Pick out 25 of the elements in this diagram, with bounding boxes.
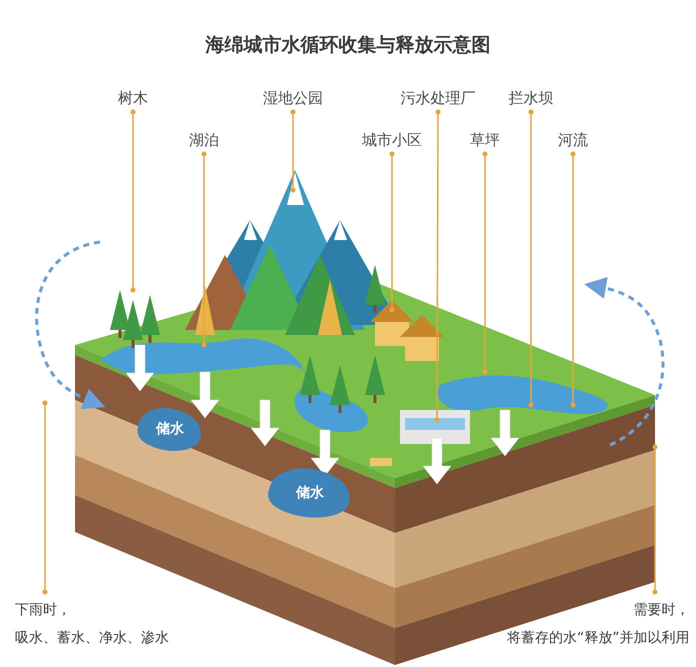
callout-label: 污水处理厂: [400, 88, 476, 108]
leader-line: [290, 110, 296, 192]
caption-text: 将蓄存的水“释放”并加以利用: [507, 629, 690, 648]
callout-label: 城市小区: [362, 130, 422, 150]
blob-label: 储水: [294, 484, 325, 502]
caption-text: 需要时，: [632, 601, 690, 620]
leader-line: [482, 152, 488, 374]
leader-line: [42, 400, 48, 594]
callout-label: 树木: [118, 88, 148, 108]
leader-line: [202, 152, 206, 348]
leader-line: [528, 110, 534, 408]
leader-line: [434, 110, 440, 422]
callout-label: 拦水坝: [508, 88, 554, 108]
callout-label: 湿地公园: [263, 88, 323, 108]
caption-text: 吸水、蓄水、净水、渗水: [15, 629, 169, 648]
caption-text: 下雨时，: [15, 601, 72, 620]
callout-label: 湖泊: [189, 130, 219, 150]
callout-label: 草坪: [470, 130, 500, 150]
blob-label: 储水: [154, 420, 185, 438]
leader-line: [390, 152, 394, 312]
callout-label: 河流: [558, 130, 588, 150]
diagram-title: 海绵城市水循环收集与释放示意图: [204, 33, 492, 58]
leader-line: [570, 152, 576, 408]
leader-line: [130, 110, 136, 292]
leader-line: [652, 444, 658, 594]
